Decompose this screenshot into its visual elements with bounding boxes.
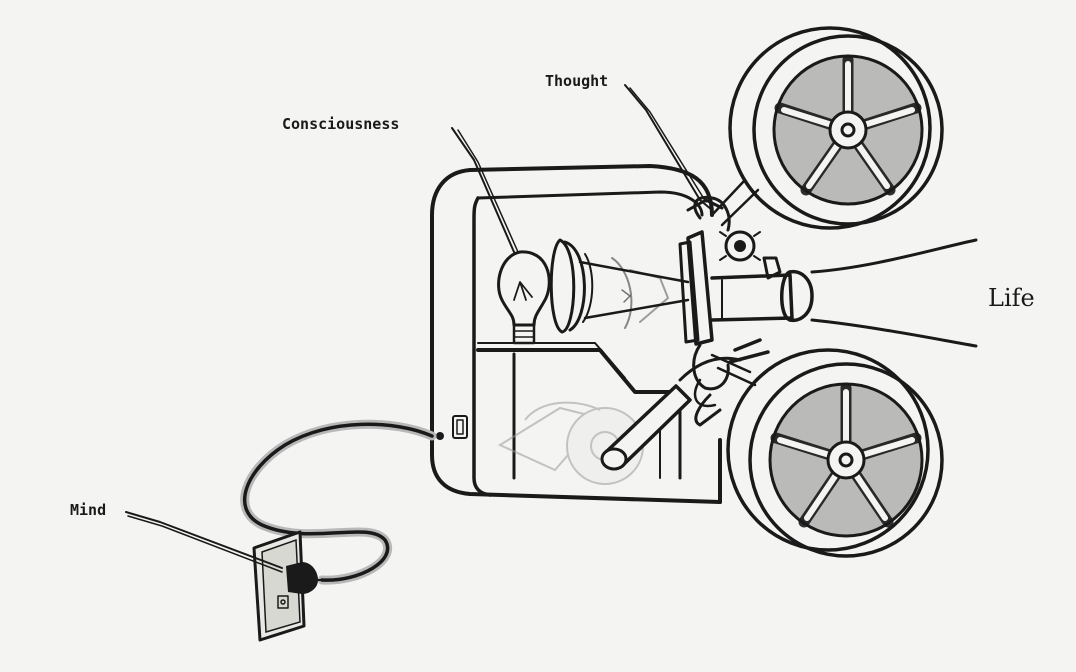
label-life: Life [988,284,1035,312]
film-gate [678,178,770,427]
projection-beam [810,238,978,348]
light-bulb [497,250,551,345]
film-reel-bottom [726,348,944,558]
pointer-thought [624,84,713,211]
power-plug [286,562,325,594]
pointer-consciousness [451,127,519,253]
label-mind: Mind [70,501,106,519]
label-thought: Thought [545,72,608,90]
film-reel-top [728,26,944,230]
power-cord [240,419,437,585]
lens-barrel [710,256,814,323]
crank-arm [600,356,742,471]
pointer-mind [125,511,283,573]
label-consciousness: Consciousness [282,115,399,133]
light-beam [578,257,690,329]
